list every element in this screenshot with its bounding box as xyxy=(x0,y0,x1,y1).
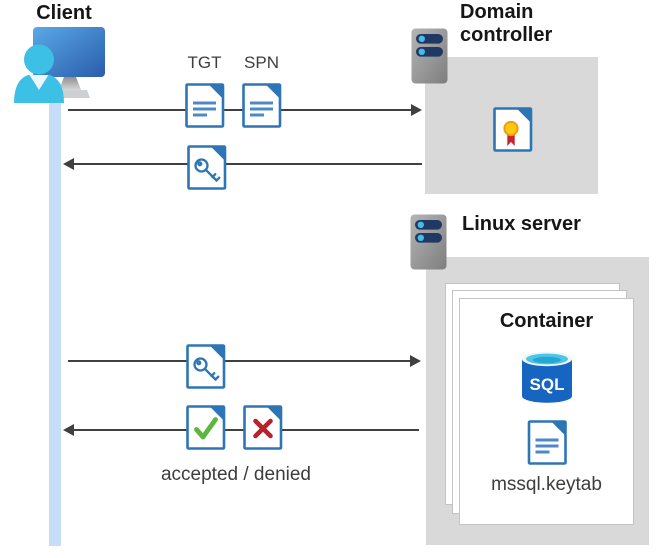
domain-controller-label: Domain controller xyxy=(460,1,553,46)
key-ticket-document-icon xyxy=(185,343,226,390)
arrow-head-right-icon xyxy=(411,104,422,116)
key-ticket-document-icon xyxy=(186,144,227,191)
arrow-shaft xyxy=(66,163,422,165)
denied-x-document-icon xyxy=(242,404,283,451)
spn-ticket-document-icon xyxy=(241,82,282,129)
keytab-filename: mssql.keytab xyxy=(491,474,602,495)
tgt-label: TGT xyxy=(187,53,222,72)
arrow-shaft xyxy=(68,360,418,362)
arrow-linux-to-client xyxy=(63,424,421,436)
arrow-head-right-icon xyxy=(410,355,421,367)
accepted-check-document-icon xyxy=(185,404,226,451)
client-label: Client xyxy=(36,2,92,24)
arrow-client-to-linux xyxy=(66,355,421,367)
arrow-head-left-icon xyxy=(63,424,74,436)
sql-database-icon: SQL xyxy=(521,351,572,403)
arrow-head-left-icon xyxy=(63,158,74,170)
accepted-denied-label: accepted / denied xyxy=(160,464,311,485)
client-lifeline xyxy=(49,84,61,546)
keytab-file-icon xyxy=(526,419,567,466)
sql-icon-label: SQL xyxy=(529,375,564,394)
tgt-ticket-document-icon xyxy=(184,82,225,129)
linux-server-icon xyxy=(410,214,447,270)
container-title: Container xyxy=(499,310,594,332)
linux-server-label: Linux server xyxy=(462,213,581,235)
arrow-shaft xyxy=(66,429,419,431)
client-computer-icon xyxy=(14,27,105,103)
user-icon xyxy=(24,44,54,75)
domain-controller-server-icon xyxy=(411,28,448,84)
spn-label: SPN xyxy=(244,53,279,72)
arrow-dc-to-client xyxy=(63,158,424,170)
container-card: Container SQL mssql.keytab xyxy=(459,298,634,525)
certificate-document-icon xyxy=(492,106,533,153)
